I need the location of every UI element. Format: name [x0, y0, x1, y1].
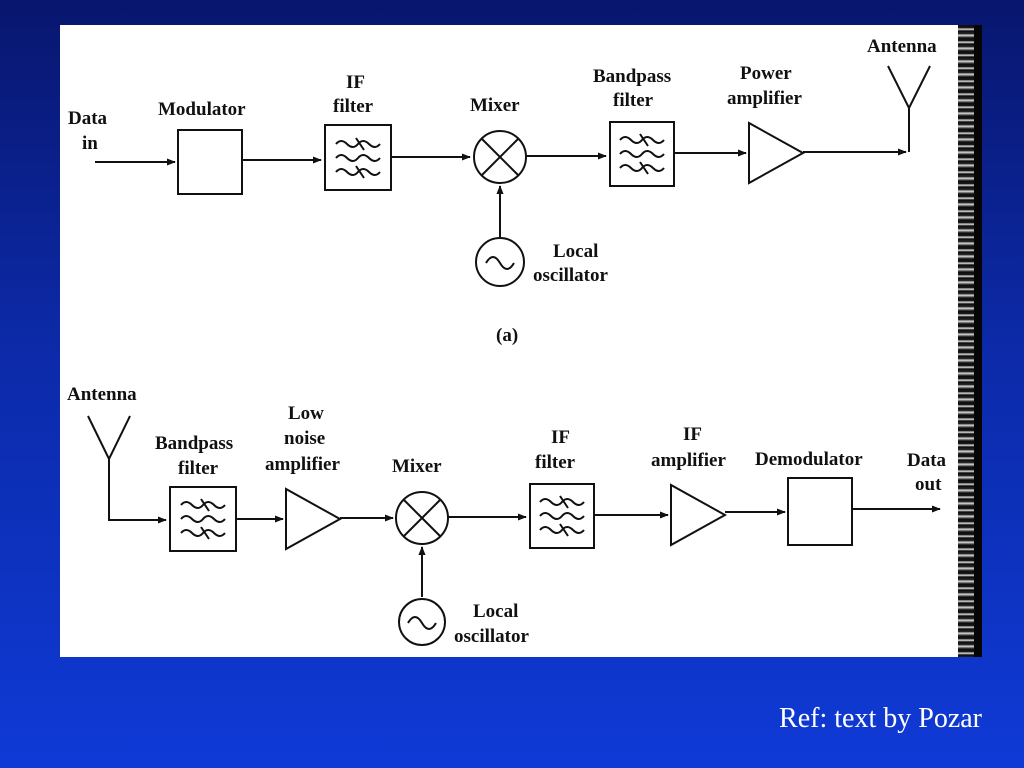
label-lna-3: amplifier	[265, 454, 340, 475]
label-if-filter-2: filter	[333, 96, 374, 117]
transmitter-labels: Data in Modulator IF filter Mixer Bandpa…	[68, 36, 937, 346]
label-lna-1: Low	[288, 403, 324, 424]
transceiver-block-diagram: Data in Modulator IF filter Mixer Bandpa…	[67, 36, 947, 647]
receiver-labels: Antenna Bandpass filter Low noise amplif…	[67, 384, 947, 647]
label-antenna-b: Antenna	[67, 384, 137, 405]
label-if-amp-1: IF	[683, 424, 702, 445]
local-oscillator-symbol	[398, 598, 446, 646]
label-antenna-a: Antenna	[867, 36, 937, 57]
transmitter-diagram	[95, 65, 931, 287]
label-if-filter-1: IF	[551, 427, 570, 448]
label-if-amp-2: amplifier	[651, 450, 726, 471]
label-data-in-2: in	[82, 133, 98, 154]
lna-symbol	[285, 487, 343, 551]
scan-edge-dark	[974, 25, 982, 657]
label-lna-2: noise	[284, 428, 325, 449]
antenna-symbol	[887, 65, 931, 111]
label-lo-1: Local	[553, 241, 598, 262]
reference-footer: Ref: text by Pozar	[779, 703, 982, 734]
receiver-diagram	[87, 415, 941, 646]
label-data-in-1: Data	[68, 108, 108, 129]
if-amplifier-symbol	[670, 483, 728, 547]
modulator-block	[177, 129, 243, 195]
label-power-amp-2: amplifier	[727, 88, 802, 109]
antenna-feed	[108, 459, 167, 524]
demodulator-block	[787, 477, 853, 546]
label-mixer: Mixer	[470, 95, 520, 116]
label-data-out-2: out	[915, 474, 942, 495]
label-demodulator: Demodulator	[755, 449, 863, 470]
label-lo-1: Local	[473, 601, 518, 622]
label-lo-2: oscillator	[533, 265, 608, 286]
label-modulator: Modulator	[158, 99, 246, 120]
caption-a: (a)	[496, 325, 518, 346]
power-amplifier-symbol	[748, 121, 806, 185]
label-power-amp-1: Power	[740, 63, 792, 84]
label-bandpass-2: filter	[613, 90, 654, 111]
label-if-filter-1: IF	[346, 72, 365, 93]
antenna-symbol	[87, 415, 131, 462]
label-if-filter-2: filter	[535, 452, 576, 473]
diagram-panel: Data in Modulator IF filter Mixer Bandpa…	[60, 25, 982, 657]
label-bandpass-2: filter	[178, 458, 219, 479]
local-oscillator-symbol	[475, 237, 525, 287]
label-bandpass-1: Bandpass	[155, 433, 233, 454]
label-lo-2: oscillator	[454, 626, 529, 647]
label-mixer: Mixer	[392, 456, 442, 477]
label-bandpass-1: Bandpass	[593, 66, 671, 87]
label-data-out-1: Data	[907, 450, 947, 471]
